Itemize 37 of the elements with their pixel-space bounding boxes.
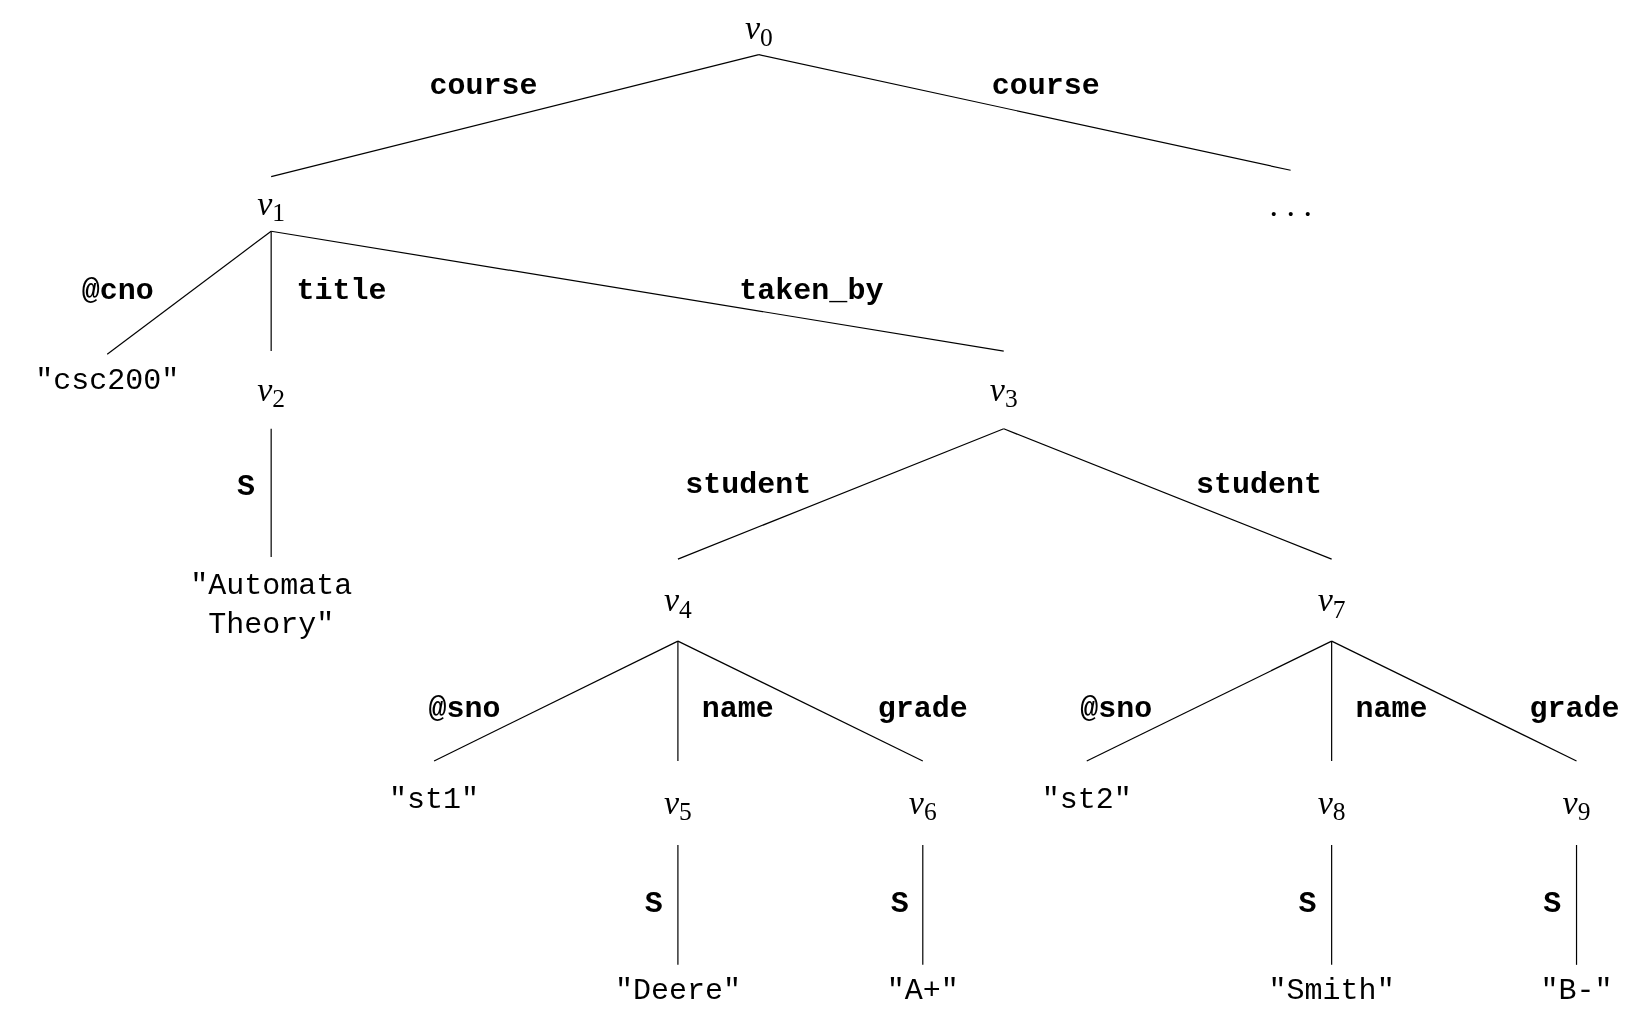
vertex-label: v$_{8}$ [1317, 785, 1346, 820]
tree-edge [677, 640, 679, 762]
string-value: "Automata Theory" [189, 568, 354, 645]
vertex-label: v$_{3}$ [989, 372, 1018, 407]
string-value: "Smith" [1268, 972, 1395, 1010]
string-value: "st2" [1041, 782, 1132, 820]
vertex-label: v$_{2}$ [257, 372, 286, 407]
vertex-label: v$_{9}$ [1562, 785, 1591, 820]
tree-edge [758, 54, 1292, 171]
tree-edge [677, 640, 924, 762]
tree-edge [106, 230, 272, 355]
string-value: "Deere" [614, 972, 741, 1010]
tree-edge [1086, 640, 1333, 762]
vertex-label: v$_{0}$ [744, 11, 773, 46]
string-value: "st1" [389, 782, 480, 820]
tree-edge [1331, 640, 1578, 762]
tree-edge [1575, 844, 1578, 966]
tree-edge [1331, 640, 1333, 762]
vertex-label: v$_{6}$ [908, 785, 937, 820]
vertex-label: v$_{1}$ [257, 186, 286, 221]
vertex-label: . . . [1269, 187, 1312, 222]
string-value: "csc200" [35, 363, 180, 400]
tree-edge [1003, 428, 1333, 560]
tree-edge [922, 844, 924, 966]
tree-edge [270, 230, 272, 352]
vertex-label: v$_{5}$ [663, 785, 692, 820]
string-value: "A+" [886, 972, 959, 1010]
tree-edge [1331, 844, 1333, 966]
tree-edge [270, 428, 272, 558]
vertex-label: v$_{7}$ [1317, 583, 1346, 618]
tree-edge [433, 640, 679, 762]
tree-edge [677, 844, 679, 966]
tree-edge [677, 428, 1005, 560]
tree-edge [270, 54, 760, 178]
vertex-label: v$_{4}$ [663, 583, 692, 618]
tree-edge [270, 230, 1005, 352]
string-value: "B-" [1540, 972, 1613, 1010]
